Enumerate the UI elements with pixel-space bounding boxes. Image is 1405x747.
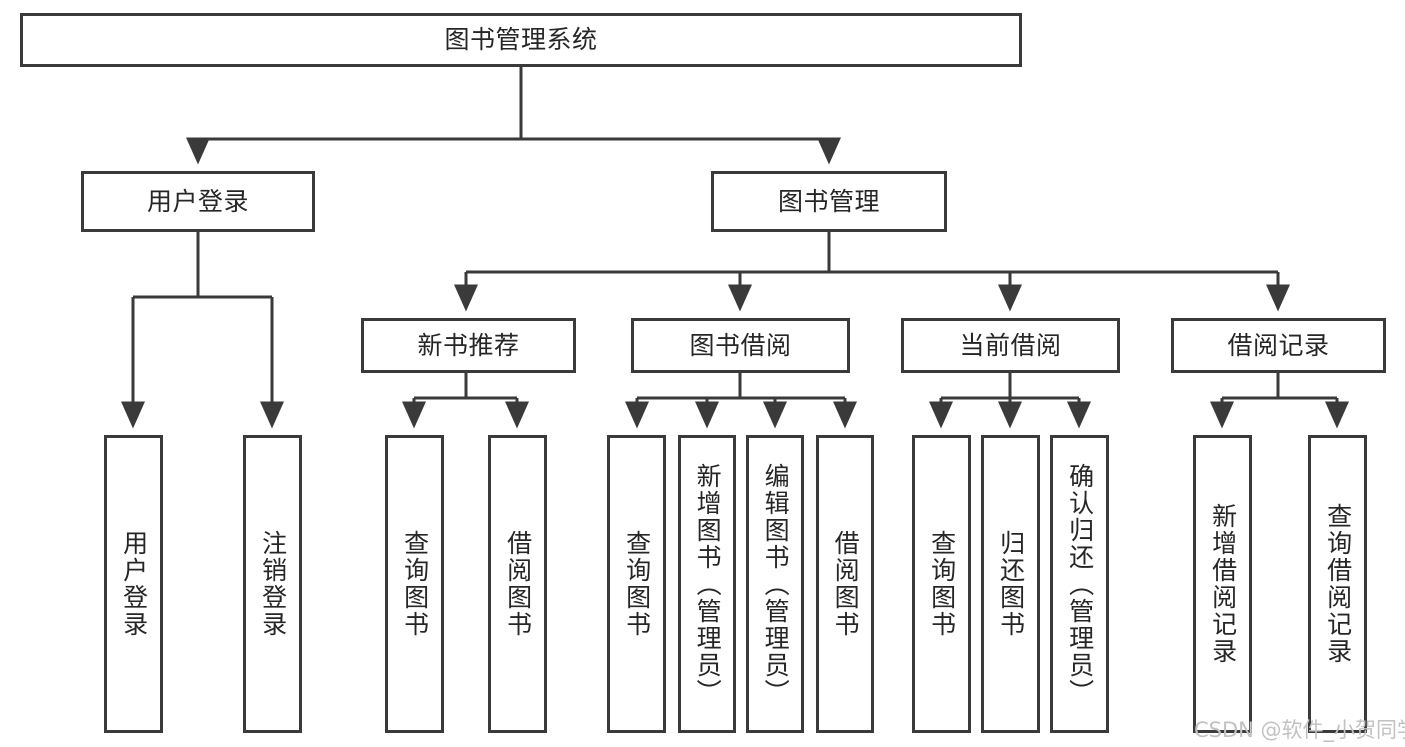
node-leaf-return-book[interactable]: 归还图书 [981,435,1040,733]
node-leaf-user-login[interactable]: 用户登录 [104,435,163,733]
node-root-system[interactable]: 图书管理系统 [20,13,1022,67]
node-label: 查询借阅记录 [1323,503,1353,665]
node-leaf-borrow-book[interactable]: 借阅图书 [816,435,874,733]
node-borrow-record[interactable]: 借阅记录 [1171,318,1386,373]
node-label: 当前借阅 [959,330,1062,360]
node-leaf-borrow-book-recommend[interactable]: 借阅图书 [488,435,547,733]
node-label: 新增借阅记录 [1208,503,1238,665]
node-label: 用户登录 [146,186,249,216]
node-label: 确认归还（管理员） [1065,462,1095,706]
node-new-book-recommend[interactable]: 新书推荐 [361,318,576,373]
node-label: 查询图书 [622,530,652,638]
node-leaf-query-book-recommend[interactable]: 查询图书 [385,435,444,733]
node-label: 查询图书 [400,530,430,638]
node-leaf-add-borrow-record[interactable]: 新增借阅记录 [1193,435,1252,733]
node-user-login[interactable]: 用户登录 [81,171,315,232]
node-label: 用户登录 [119,530,149,638]
node-leaf-add-book-admin[interactable]: 新增图书（管理员） [678,435,736,733]
node-label: 图书管理系统 [444,25,598,55]
node-label: 图书借阅 [689,330,792,360]
node-leaf-query-borrow-record[interactable]: 查询借阅记录 [1308,435,1367,733]
csdn-watermark: CSDN @软件_小贺同学 [1194,718,1405,742]
node-leaf-user-logout[interactable]: 注销登录 [243,435,302,733]
node-label: 归还图书 [996,530,1026,638]
node-leaf-edit-book-admin[interactable]: 编辑图书（管理员） [746,435,804,733]
node-label: 借阅图书 [503,530,533,638]
node-book-management[interactable]: 图书管理 [711,171,947,232]
node-current-borrow[interactable]: 当前借阅 [901,318,1120,373]
node-label: 借阅图书 [831,530,861,638]
node-label: 借阅记录 [1227,330,1330,360]
node-leaf-confirm-return-admin[interactable]: 确认归还（管理员） [1050,435,1109,733]
node-label: 图书管理 [777,186,880,216]
node-leaf-query-book-borrow[interactable]: 查询图书 [607,435,666,733]
node-label: 查询图书 [927,530,957,638]
node-label: 编辑图书（管理员） [761,462,791,706]
node-label: 注销登录 [258,530,288,638]
node-label: 新增图书（管理员） [693,462,723,706]
node-book-borrow[interactable]: 图书借阅 [631,318,850,373]
node-label: 新书推荐 [417,330,520,360]
node-leaf-query-book-current[interactable]: 查询图书 [912,435,971,733]
